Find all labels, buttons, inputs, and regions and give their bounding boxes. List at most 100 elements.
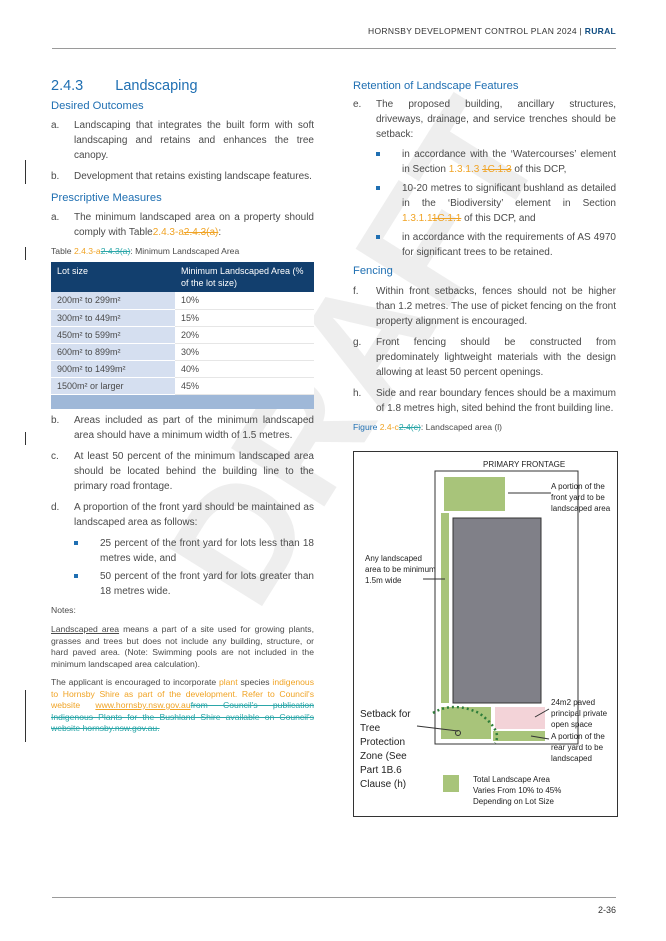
rear-yard-label: landscaped <box>551 754 592 763</box>
measure-h: h. Side and rear boundary fences should … <box>353 388 616 414</box>
table-cell: 1500m² or larger <box>51 377 175 395</box>
rear-yard-label: A portion of the <box>551 732 605 741</box>
measure-b: b. Areas included as part of the minimum… <box>51 414 314 441</box>
paved-arrow <box>534 708 550 718</box>
table-ref-old: 2.4.3(a) <box>183 227 219 238</box>
any-landscaped-label: Any landscaped <box>365 554 422 563</box>
table-cell: 900m² to 1499m² <box>51 360 175 378</box>
table-cell: 300m² to 449m² <box>51 309 175 327</box>
measure-d: d. A proportion of the front yard should… <box>51 501 314 528</box>
table-cell: 30% <box>175 343 314 361</box>
landscaped-area-table: Lot size Minimum Landscaped Area (% of t… <box>51 262 314 395</box>
table-header-cell: Minimum Landscaped Area (% of the lot si… <box>175 262 314 292</box>
front-yard-label: A portion of the <box>551 482 605 491</box>
council-website-link[interactable]: www.hornsby.nsw.gov.au <box>95 700 191 710</box>
measure-d-bullets: 25 percent of the front yard for lots le… <box>51 536 314 599</box>
bullet-item: in accordance with the requirements of A… <box>376 230 616 260</box>
rear-yard-landscape-left <box>441 707 491 739</box>
desired-outcomes-heading: Desired Outcomes <box>51 100 144 112</box>
setback-label: Protection <box>360 737 405 748</box>
table-cell: 20% <box>175 326 314 344</box>
bullet-item: 25 percent of the front yard for lots le… <box>74 536 314 566</box>
rear-yard-arrow <box>530 735 550 740</box>
legend-label: Varies From 10% to 45% <box>473 786 561 795</box>
note-indigenous: The applicant is encouraged to incorpora… <box>51 677 314 733</box>
bullet-icon <box>376 186 380 190</box>
right-column: Retention of Landscape Features e. The p… <box>353 80 616 432</box>
measure-a: a. The minimum landscaped area on a prop… <box>51 212 314 238</box>
paved-open-space <box>495 707 545 729</box>
table-cell: 200m² to 299m² <box>51 292 175 310</box>
measure-e: e. The proposed building, ancillary stru… <box>353 99 616 140</box>
change-bar <box>25 247 26 260</box>
measure-e-bullets: in accordance with the ‘Watercourses’ el… <box>353 147 616 260</box>
table-cell: 10% <box>175 292 314 310</box>
outcome-b: b. Development that retains existing lan… <box>51 171 312 182</box>
footer-rule <box>52 897 616 898</box>
header-rule <box>52 48 616 49</box>
bullet-icon <box>74 573 78 578</box>
bullet-icon <box>74 540 78 545</box>
building-footprint <box>452 517 542 704</box>
bullet-icon <box>376 152 380 156</box>
table-footer-bar <box>51 394 314 409</box>
landscaped-area-figure: PRIMARY FRONTAGE A portion of the front … <box>353 451 618 817</box>
left-column: 2.4.3 Landscaping Desired Outcomes a. La… <box>51 78 314 735</box>
bullet-icon <box>376 235 380 239</box>
measure-g: g. Front fencing should be constructed f… <box>353 337 616 378</box>
figure-caption: Figure 2.4-c2.4(c): Landscaped area (l) <box>353 422 503 432</box>
notes-label: Notes: <box>51 604 76 615</box>
rear-yard-label: rear yard to be <box>551 743 604 752</box>
outcome-a: a. Landscaping that integrates the built… <box>51 120 314 161</box>
lot-boundary <box>434 470 579 745</box>
paved-label: principal private <box>551 709 608 718</box>
legend-label: Total Landscape Area <box>473 775 550 784</box>
primary-frontage-label: PRIMARY FRONTAGE <box>483 460 565 469</box>
table-cell: 600m² to 899m² <box>51 343 175 361</box>
table-cell: 15% <box>175 309 314 327</box>
setback-label: Tree <box>360 723 381 734</box>
section-heading: 2.4.3 Landscaping <box>51 78 314 94</box>
front-yard-label: landscaped area <box>551 504 611 513</box>
fencing-heading: Fencing <box>353 265 393 277</box>
change-bar <box>25 690 26 742</box>
page-number: 2-36 <box>597 905 616 915</box>
table-header-row: Lot size Minimum Landscaped Area (% of t… <box>51 262 314 292</box>
legend-label: Depending on Lot Size <box>473 797 555 806</box>
table-cell: 450m² to 599m² <box>51 326 175 344</box>
legend-swatch <box>443 775 459 792</box>
any-landscaped-label: area to be minimum <box>365 565 436 574</box>
table-header-cell: Lot size <box>51 262 175 292</box>
section-number: 2.4.3 <box>51 78 84 94</box>
prescriptive-heading: Prescriptive Measures <box>51 192 162 204</box>
table-cell: 45% <box>175 377 314 395</box>
retention-heading: Retention of Landscape Features <box>353 80 519 92</box>
bullet-item: in accordance with the ‘Watercourses’ el… <box>376 147 616 177</box>
rear-yard-landscape-right <box>493 731 545 741</box>
header-section: RURAL <box>584 26 616 36</box>
note-landscaped-area: Landscaped area means a part of a site u… <box>51 624 314 669</box>
measure-f: f. Within front setbacks, fences should … <box>353 286 616 327</box>
table-caption: Table 2.4.3-a2.4.3(a): Minimum Landscape… <box>51 246 240 256</box>
bullet-item: 50 percent of the front yard for lots gr… <box>74 569 314 599</box>
setback-arrow <box>416 725 459 732</box>
paved-label: open space <box>551 720 593 729</box>
change-bar <box>25 160 26 184</box>
setback-label: Setback for <box>360 709 411 720</box>
measure-c: c. At least 50 percent of the minimum la… <box>51 450 314 492</box>
change-bar <box>25 432 26 445</box>
setback-label: Part 1B.6 <box>360 765 402 776</box>
setback-label: Zone (See <box>360 751 407 762</box>
header-title: HORNSBY DEVELOPMENT CONTROL PLAN 2024 | <box>368 26 583 36</box>
front-yard-label: front yard to be <box>551 493 605 502</box>
table-ref-new: 2.4.3-a <box>152 227 184 238</box>
setback-label: Clause (h) <box>360 779 406 790</box>
paved-label: 24m2 paved <box>551 698 595 707</box>
side-strip-landscape <box>441 513 449 703</box>
